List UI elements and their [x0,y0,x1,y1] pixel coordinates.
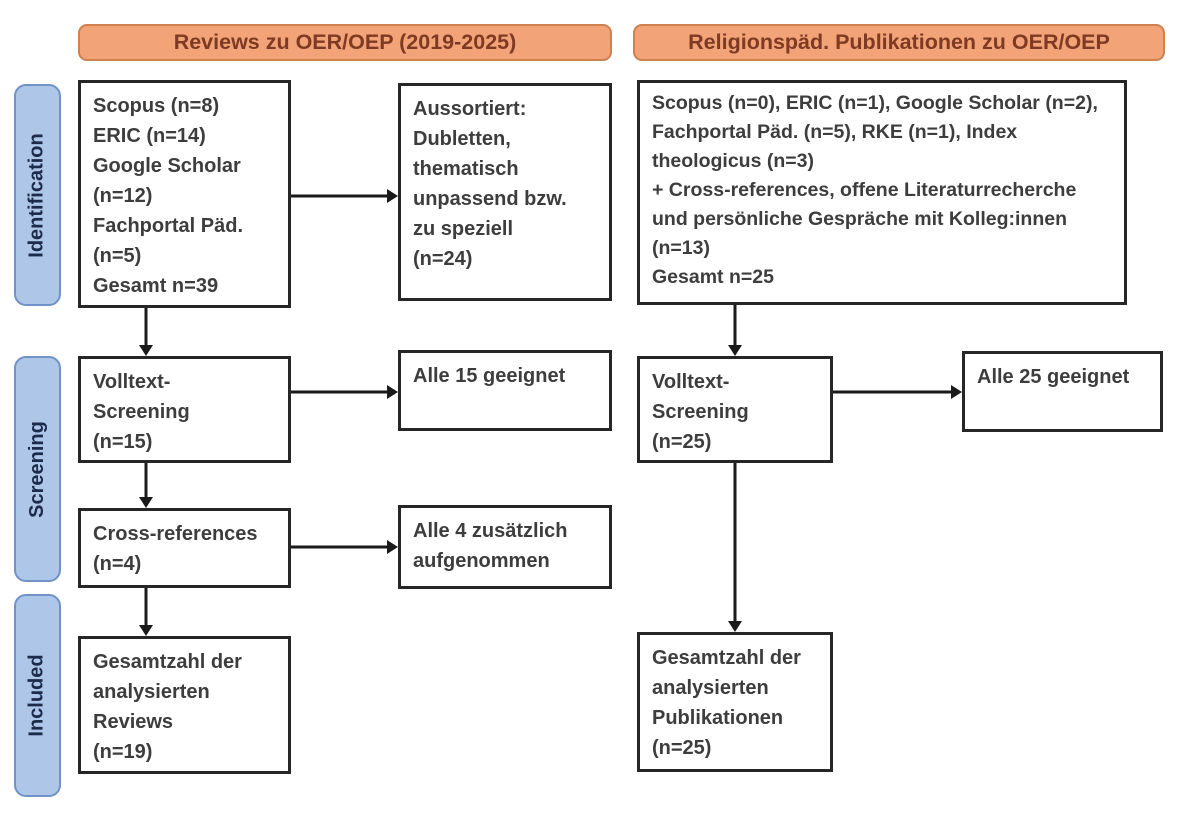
text-line: ERIC (n=14) [93,125,206,147]
box-reviews-additionally-included: Alle 4 zusätzlich aufgenommen [398,505,612,589]
text-line: Gesamt n=39 [93,275,219,297]
box-reviews-cross-references: Cross-references (n=4) [78,508,291,588]
arrow-sources-to-fulltext-right [727,305,743,356]
text-line: (n=19) [93,741,153,763]
box-publications-total-included: Gesamtzahl der analysierten Publikatione… [637,632,833,772]
stage-bar-identification: Identification [14,84,61,306]
text-line: (n=4) [93,553,142,575]
text-line: (n=25) [652,737,712,759]
text-line: Volltext- [93,371,171,393]
box-reviews-identification-sources: Scopus (n=8) ERIC (n=14) Google Scholar … [78,80,291,308]
box-reviews-total-included: Gesamtzahl der analysierten Reviews (n=1… [78,636,291,774]
text-line: (n=24) [413,248,473,270]
text-line: (n=25) [652,431,712,453]
arrow-fulltext-to-crossref-left [138,463,154,508]
text-line: thematisch [413,158,519,180]
column-header-religionspaed: Religionspäd. Publikationen zu OER/OEP [633,24,1165,61]
box-reviews-fulltext-screening: Volltext- Screening (n=15) [78,356,291,463]
text-line: (n=5) [93,245,142,267]
stage-label-included: Included [26,654,49,737]
text-line: Aussortiert: [413,98,527,120]
text-line: Volltext- [652,371,730,393]
text-line: Reviews [93,711,174,733]
text-line: Gesamtzahl der [652,647,801,669]
box-publications-all-eligible: Alle 25 geeignet [962,351,1163,432]
text-line: Dubletten, [413,128,511,150]
box-publications-fulltext-screening: Volltext- Screening (n=25) [637,356,833,463]
text-line: Scopus (n=8) [93,95,220,117]
stage-bar-screening: Screening [14,356,61,582]
box-reviews-excluded: Aussortiert: Dubletten, thematisch unpas… [398,83,612,301]
arrow-crossref-to-total-left [138,588,154,636]
text-line: Scopus (n=0), ERIC (n=1), Google Scholar… [652,92,1098,114]
text-line: Publikationen [652,707,784,729]
arrow-crossref-to-added [291,539,398,555]
text-line: analysierten [93,681,210,703]
text-line: Screening [93,401,190,423]
column-header-reviews-label: Reviews zu OER/OEP (2019-2025) [173,30,517,54]
text-line: Gesamt n=25 [652,266,774,288]
text-line: + Cross-references, offene Literaturrech… [652,179,1077,201]
text-line: Alle 25 geeignet [977,366,1130,388]
arrow-fulltext-to-eligible-right [833,384,962,400]
text-line: Alle 15 geeignet [413,365,566,387]
arrow-sources-to-fulltext-left [138,308,154,356]
box-publications-identification-sources: Scopus (n=0), ERIC (n=1), Google Scholar… [637,80,1127,305]
text-line: Screening [652,401,749,423]
column-header-religionspaed-label: Religionspäd. Publikationen zu OER/OEP [688,30,1110,54]
stage-label-screening: Screening [26,420,49,518]
arrow-fulltext-to-total-right [727,463,743,632]
text-line: Google Scholar [93,155,241,177]
text-line: (n=15) [93,431,153,453]
column-header-reviews: Reviews zu OER/OEP (2019-2025) [78,24,612,61]
text-line: Alle 4 zusätzlich [413,520,568,542]
box-reviews-all-eligible: Alle 15 geeignet [398,350,612,431]
text-line: (n=12) [93,185,153,207]
text-line: aufgenommen [413,550,550,572]
arrow-fulltext-to-eligible-left [291,384,398,400]
text-line: Gesamtzahl der [93,651,242,673]
text-line: unpassend bzw. [413,188,567,210]
text-line: theologicus (n=3) [652,150,814,172]
text-line: zu speziell [413,218,514,240]
text-line: Fachportal Päd. (n=5), RKE (n=1), Index [652,121,1018,143]
text-line: Cross-references [93,523,258,545]
arrow-sources-to-excluded [291,188,398,204]
text-line: (n=13) [652,237,710,259]
stage-label-identification: Identification [26,132,49,258]
text-line: Fachportal Päd. [93,215,244,237]
text-line: analysierten [652,677,769,699]
text-line: und persönliche Gespräche mit Kolleg:inn… [652,208,1067,230]
stage-bar-included: Included [14,594,61,797]
